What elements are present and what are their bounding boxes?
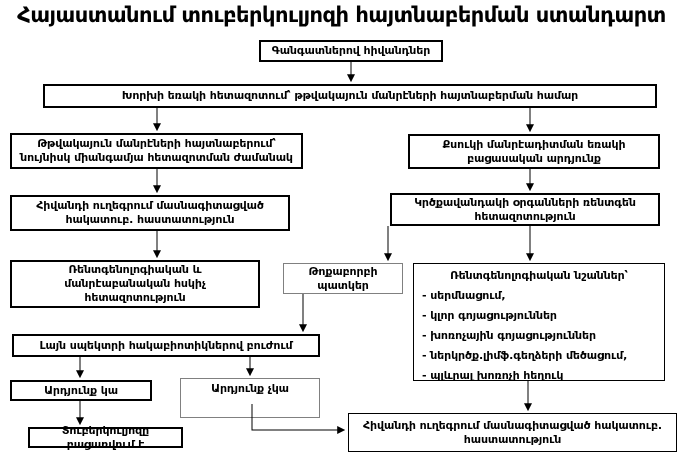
node-result-absent: Արդյունք չկա (180, 378, 320, 418)
node-label: հետազոտություն (84, 290, 186, 304)
node-broad-spectrum-antibiotics: Լայն սպեկտրի հակաբիոտիկներով բուժում (12, 334, 320, 357)
node-referral-specialized-tb-institution-final: Հիվանդի ուղեգրում մասնագիտացված հակատուբ… (348, 413, 677, 452)
node-pneumonia-picture: Թոքաբորբի պատկեր (283, 263, 403, 294)
node-label: պատկեր (317, 278, 369, 292)
node-chest-xray-exam: Կրծքավանդակի օրգանների ռենտգեն հետազոտու… (390, 193, 660, 226)
node-label: հակատուբ. հաստատություն (65, 213, 235, 226)
diagram-title: Հայաստանում տուբերկուլյոզի հայտնաբերման … (17, 3, 666, 27)
node-label: Ռենտգենոլոգիական և (68, 263, 202, 277)
node-label: Հիվանդի ուղեգրում մասնագիտացված հակատուբ… (363, 418, 662, 432)
node-tuberculosis-excluded: Տուբերկուլյոզը բացառվում է (28, 424, 183, 451)
list-item: - պլևրալ խոռոչի հեղուկ (422, 368, 564, 382)
node-radiological-signs-list: Ռենտգենոլոգիական նշաններ՝ - սերմնացում, … (413, 263, 665, 382)
node-label: մանրէաբանական հսկիչ (64, 277, 206, 291)
node-radiological-bacteriological-control: Ռենտգենոլոգիական և մանրէաբանական հսկիչ հ… (10, 260, 260, 308)
node-patients-with-complaints: Գանգատներով հիվանդներ (259, 40, 443, 62)
node-label: Լայն սպեկտրի հակաբիոտիկներով բուժում (39, 338, 293, 352)
node-label: Կրծքավանդակի օրգանների ռենտգեն (414, 195, 636, 209)
node-label: Քսուկի մանրէադիտման եռակի (442, 137, 626, 151)
node-label: Թոքաբորբի (308, 264, 378, 278)
node-label: հաստատություն (463, 432, 562, 446)
node-label: Արդյունք չկա (211, 382, 289, 395)
list-item: - սերմնացում, (422, 288, 506, 302)
node-smear-triple-negative: Քսուկի մանրէադիտման եռակի բացասական արդյ… (408, 134, 660, 169)
node-result-present: Արդյունք կա (10, 380, 152, 401)
node-label: նույնիսկ միանգամյա հետազոտման ժամանակ (20, 151, 293, 164)
list-item: - ներկրծք.լիմֆ.գեղձերի մեծացում, (422, 348, 628, 362)
node-afb-detected: Թթվակայուն մանրէների հայտնաբերում՝ նույն… (10, 133, 303, 169)
node-label: բացասական արդյունք (467, 151, 601, 165)
node-label: Խորխի եռակի հետազոտում՝ թթվակայուն մանրէ… (121, 89, 579, 103)
list-item: - կլոր գոյացություններ (422, 308, 557, 322)
node-label: Արդյունք կա (44, 383, 118, 397)
node-triple-sputum-exam: Խորխի եռակի հետազոտում՝ թթվակայուն մանրէ… (43, 84, 657, 108)
list-item: - խոռոչային գոյացություններ (422, 328, 596, 342)
node-label: հետազոտություն (474, 209, 576, 223)
node-label: Հիվանդի ուղեգրում մասնագիտացված (36, 199, 264, 213)
node-label: Գանգատներով հիվանդներ (271, 44, 431, 58)
list-header: Ռենտգենոլոգիական նշաններ՝ (450, 269, 628, 282)
node-label: Տուբերկուլյոզը բացառվում է (61, 423, 150, 451)
node-label: Թթվակայուն մանրէների հայտնաբերում՝ (37, 137, 276, 151)
node-referral-specialized-tb-institution: Հիվանդի ուղեգրում մասնագիտացված հակատուբ… (10, 195, 290, 231)
